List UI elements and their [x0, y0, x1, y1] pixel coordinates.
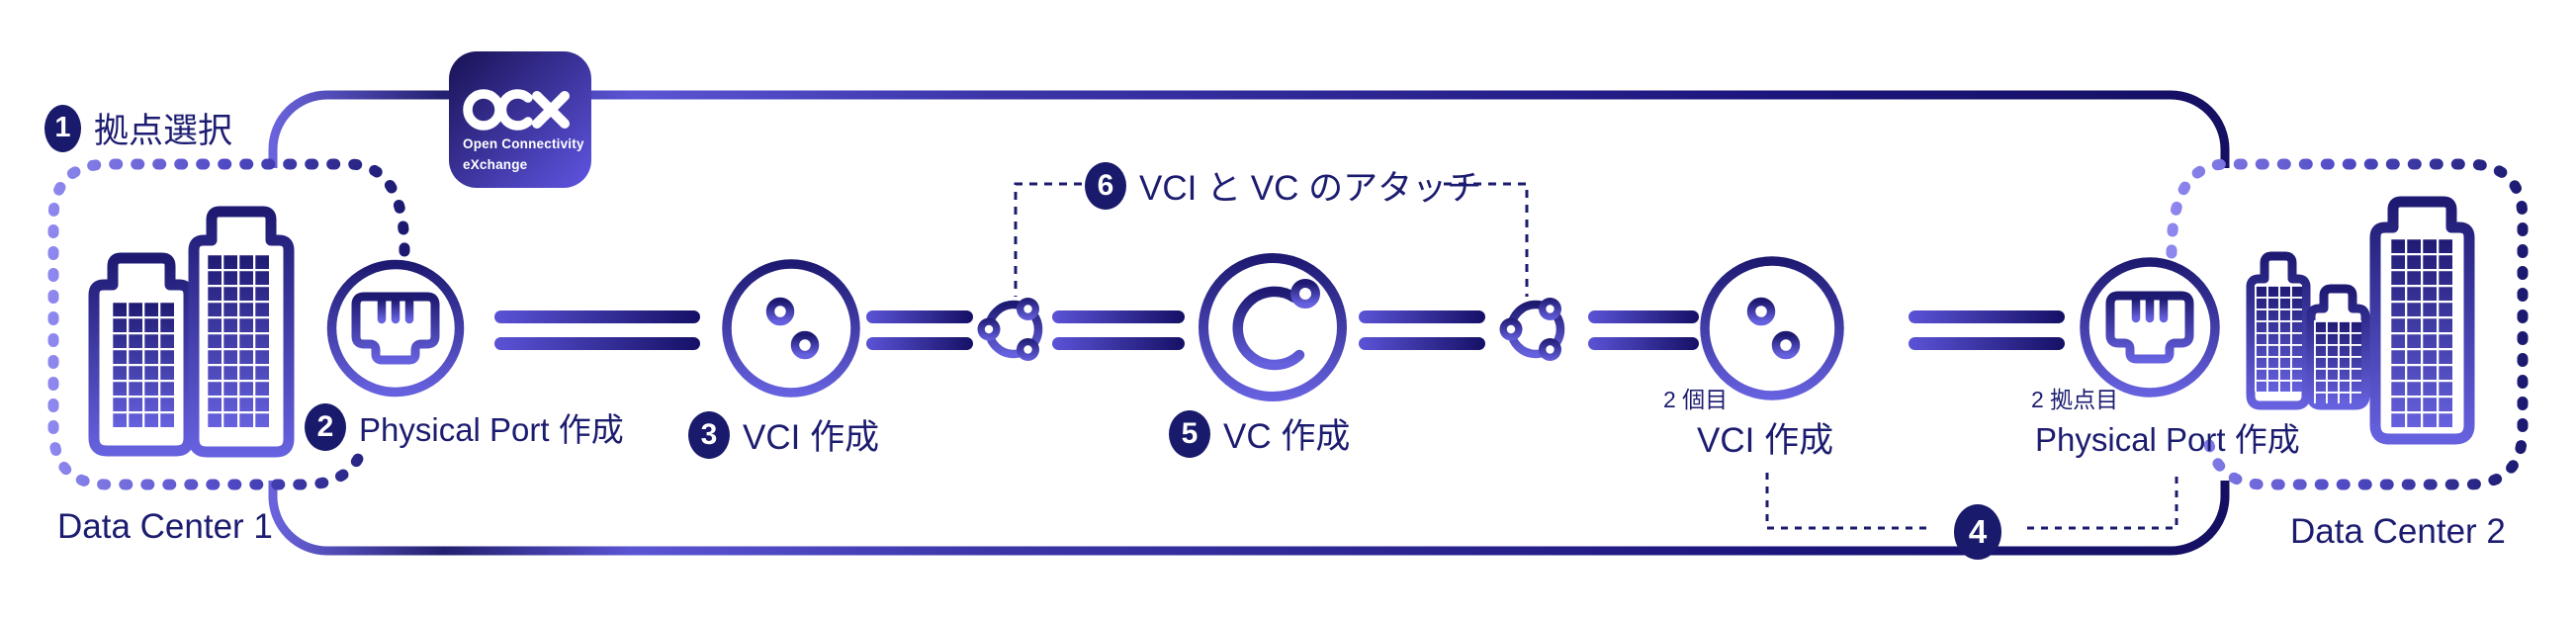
step-3: 3 VCI 作成	[688, 409, 879, 460]
building-icon	[88, 252, 195, 457]
step4-pointer-dashes	[1765, 473, 2178, 530]
datacenter-1-dotted-border	[47, 158, 410, 490]
building-icon	[188, 206, 295, 458]
datacenter-2-zone	[2166, 158, 2529, 490]
port2-prefix-label: 2 拠点目	[2031, 387, 2119, 412]
ocx-logo-line2: eXchange	[463, 157, 528, 172]
ethernet-port-icon	[326, 259, 465, 398]
vc-circle-icon	[1199, 253, 1347, 401]
step-6: 6 VCI と VC のアタッチ	[1085, 160, 1481, 211]
step-3-badge: 3	[688, 410, 730, 459]
datacenter-2-caption: Data Center 2	[2290, 512, 2506, 551]
step-2: 2 Physical Port 作成	[305, 403, 624, 451]
port2-label: Physical Port 作成	[2035, 421, 2300, 458]
ethernet-port-icon	[2080, 257, 2220, 398]
ocx-logo	[449, 51, 591, 188]
step-2-label: Physical Port 作成	[359, 411, 624, 448]
step-6-badge: 6	[1085, 161, 1126, 210]
step-5-badge: 5	[1169, 409, 1210, 458]
building-icon	[2246, 251, 2311, 410]
step-5-label: VC 作成	[1223, 417, 1351, 456]
connection-lines	[494, 310, 2065, 350]
attach-node-icon	[1499, 298, 1565, 361]
step-2-badge: 2	[305, 403, 346, 451]
step-5: 5 VC 作成	[1169, 408, 1350, 459]
datacenter-1-zone	[47, 158, 410, 490]
attach-pointer-dashes	[1014, 182, 1529, 297]
step-1-badge: 1	[44, 104, 81, 152]
ocx-logo-line1: Open Connectivity	[463, 136, 584, 151]
step-4-badge: 4	[1954, 504, 2001, 560]
datacenter-2-dotted-border	[2166, 158, 2529, 490]
step-1: 1 拠点選択	[44, 103, 232, 153]
vci2-prefix-label: 2 個目	[1663, 387, 1729, 412]
ocx-network-loop	[268, 90, 2230, 556]
building-icon	[2369, 196, 2475, 445]
step-3-label: VCI 作成	[743, 418, 880, 457]
step-1-label: 拠点選択	[94, 112, 233, 150]
vci-sliders-icon	[1700, 256, 1844, 400]
vci-sliders-icon	[722, 259, 860, 398]
building-icon	[2306, 284, 2370, 410]
vci2-label: VCI 作成	[1697, 421, 1834, 460]
step-6-label: VCI と VC のアタッチ	[1139, 169, 1482, 208]
attach-node-icon	[977, 298, 1043, 361]
datacenter-1-caption: Data Center 1	[57, 507, 273, 546]
